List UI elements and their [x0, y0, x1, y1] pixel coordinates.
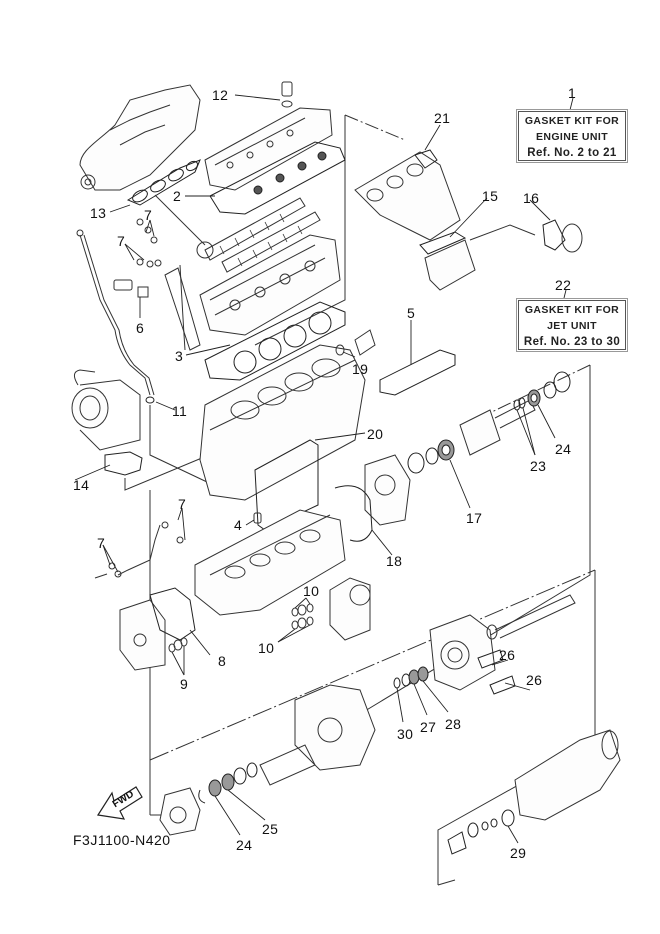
- impeller-shaft: [486, 594, 576, 640]
- seals-24-25: [198, 762, 258, 804]
- callout-2: 2: [173, 188, 182, 204]
- coupler-flange: [159, 787, 201, 836]
- cover-gasket-18: [334, 485, 373, 542]
- callout-24a: 24: [555, 441, 572, 457]
- crankcase: [194, 509, 346, 616]
- callout-6: 6: [136, 320, 145, 336]
- intake-gasket-13: [126, 159, 201, 206]
- kit-jet-line1: GASKET KIT FOR: [524, 304, 620, 316]
- dipstick-tube: [76, 229, 155, 396]
- gasket-26a: [477, 649, 504, 669]
- kit-ref-1: 1: [568, 85, 577, 101]
- callout-19: 19: [352, 361, 369, 377]
- fittings-7-6: [113, 218, 162, 298]
- timing-chain: [164, 264, 201, 351]
- magneto-cover: [364, 454, 411, 526]
- oil-pump-housing: [79, 84, 201, 191]
- callout-23: 23: [530, 458, 547, 474]
- manifold-gasket-21: [414, 149, 438, 169]
- oil-seal-17: [437, 439, 455, 461]
- callout-4: 4: [234, 517, 243, 533]
- intermediate-housing: [294, 684, 376, 771]
- cover-gasket-20: [254, 439, 319, 531]
- callout-26b: 26: [526, 672, 543, 688]
- exhaust-turbo: [71, 369, 141, 451]
- side-cover-gasket-8: [149, 587, 196, 641]
- callout-11: 11: [172, 403, 188, 419]
- throttle-gasket-16: [542, 219, 566, 251]
- oil-line: [94, 521, 184, 579]
- side-cover: [119, 599, 166, 671]
- kit-engine-line1: GASKET KIT FOR: [524, 115, 620, 127]
- callout-7d: 7: [97, 535, 106, 551]
- callout-20: 20: [367, 426, 384, 442]
- turbo-gasket-14: [104, 451, 143, 476]
- callout-16: 16: [523, 190, 540, 206]
- jet-pump-housing: [429, 614, 496, 691]
- bearing-24: [527, 389, 541, 407]
- callout-7b: 7: [117, 233, 126, 249]
- callout-21: 21: [434, 110, 451, 126]
- sensor-19: [335, 329, 376, 356]
- callout-26a: 26: [499, 647, 516, 663]
- callout-14: 14: [73, 477, 90, 493]
- drive-coupler: [459, 399, 536, 456]
- jet-nozzle: [514, 729, 621, 821]
- kit-ref-22: 22: [555, 277, 572, 293]
- callout-7c: 7: [178, 496, 187, 512]
- bearing: [553, 371, 571, 393]
- exhaust-gasket-15: [419, 231, 467, 255]
- drive-tube: [259, 744, 316, 786]
- kit-engine-ref-range: Ref. No. 2 to 21: [527, 147, 617, 159]
- callout-18: 18: [386, 553, 403, 569]
- kit-jet-line2: JET UNIT: [547, 320, 597, 332]
- callout-29: 29: [510, 845, 527, 861]
- callout-9: 9: [180, 676, 189, 692]
- head-gasket-3: [204, 301, 346, 381]
- callout-10b: 10: [258, 640, 275, 656]
- cylinder-block: [199, 344, 366, 501]
- kit-jet-ref-range: Ref. No. 23 to 30: [523, 336, 621, 348]
- callout-25: 25: [262, 821, 279, 837]
- callout-7a: 7: [144, 207, 153, 223]
- callout-12: 12: [212, 87, 229, 103]
- exhaust-manifold: [354, 151, 461, 241]
- gasket-kit-engine-box: GASKET KIT FOR ENGINE UNIT Ref. No. 2 to…: [516, 109, 628, 163]
- valve-cover-gasket-2: [209, 141, 346, 215]
- callout-8: 8: [218, 653, 227, 669]
- drawing-code: F3J1100-N420: [73, 832, 171, 848]
- kit-engine-line2: ENGINE UNIT: [535, 131, 609, 143]
- cover-gasket-5: [379, 349, 456, 396]
- callout-17: 17: [466, 510, 483, 526]
- camshafts: [196, 197, 321, 273]
- o-ring-11: [145, 396, 155, 404]
- cylinder-head: [199, 234, 341, 336]
- callout-3: 3: [175, 348, 184, 364]
- callout-10a: 10: [303, 583, 320, 599]
- circlip: [543, 381, 557, 399]
- throttle-body: [561, 223, 583, 253]
- callout-28: 28: [445, 716, 462, 732]
- leader-lines: [74, 94, 574, 844]
- callout-24b: 24: [236, 837, 253, 853]
- dowel-4: [253, 512, 262, 524]
- starter-motor: [329, 577, 371, 641]
- fwd-arrow-icon: [97, 786, 143, 820]
- exhaust-pipe: [424, 224, 536, 291]
- callout-30: 30: [397, 726, 414, 742]
- seals-27-28-30: [393, 666, 429, 689]
- ring-29-seals: [447, 809, 515, 855]
- callout-5: 5: [407, 305, 416, 321]
- gasket-kit-jet-box: GASKET KIT FOR JET UNIT Ref. No. 23 to 3…: [516, 298, 628, 352]
- valve-cover: [204, 81, 333, 191]
- callout-27: 27: [420, 719, 437, 735]
- callout-15: 15: [482, 188, 499, 204]
- callout-13: 13: [90, 205, 107, 221]
